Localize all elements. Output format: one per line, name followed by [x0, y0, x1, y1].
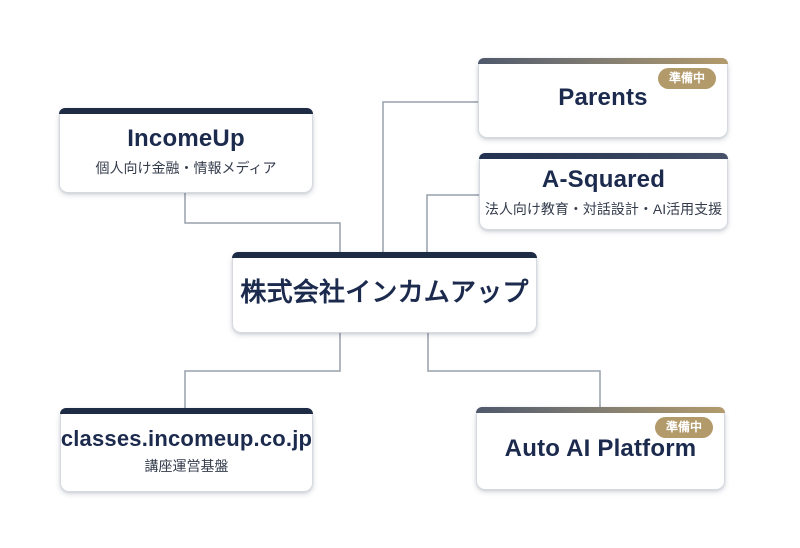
- node-company-center-topbar: [232, 252, 537, 258]
- connector-parents-to-center: [382, 101, 478, 252]
- node-parents-topbar: [478, 58, 728, 64]
- node-autoai-topbar: [476, 407, 725, 413]
- connector-center-to-autoai: [427, 333, 601, 407]
- node-autoai-status-badge: 準備中: [654, 417, 713, 438]
- node-classes: classes.incomeup.co.jp 講座運営基盤: [60, 408, 313, 492]
- node-incomeup-subtitle: 個人向け金融・情報メディア: [95, 159, 277, 176]
- node-autoai: 準備中 Auto AI Platform: [476, 407, 725, 490]
- node-company-center: 株式会社インカムアップ: [232, 252, 537, 333]
- connector-asquared-to-center: [426, 194, 479, 252]
- connector-center-to-classes: [184, 333, 341, 408]
- node-autoai-title: Auto AI Platform: [504, 434, 697, 462]
- node-classes-topbar: [60, 408, 313, 414]
- node-company-center-title: 株式会社インカムアップ: [240, 277, 529, 308]
- node-asquared-subtitle: 法人向け教育・対話設計・AI活用支援: [484, 200, 723, 217]
- node-classes-title: classes.incomeup.co.jp: [60, 425, 313, 451]
- node-asquared: A-Squared 法人向け教育・対話設計・AI活用支援: [479, 153, 728, 230]
- node-incomeup-topbar: [59, 108, 313, 114]
- node-parents: 準備中 Parents: [478, 58, 728, 138]
- node-incomeup-title: IncomeUp: [127, 124, 245, 152]
- node-parents-status-badge: 準備中: [657, 68, 716, 89]
- node-classes-subtitle: 講座運営基盤: [144, 458, 229, 475]
- connector-incomeup-to-center: [184, 193, 341, 252]
- node-asquared-topbar: [479, 153, 728, 159]
- node-incomeup: IncomeUp 個人向け金融・情報メディア: [59, 108, 313, 193]
- node-parents-title: Parents: [558, 84, 648, 111]
- node-asquared-title: A-Squared: [541, 165, 666, 193]
